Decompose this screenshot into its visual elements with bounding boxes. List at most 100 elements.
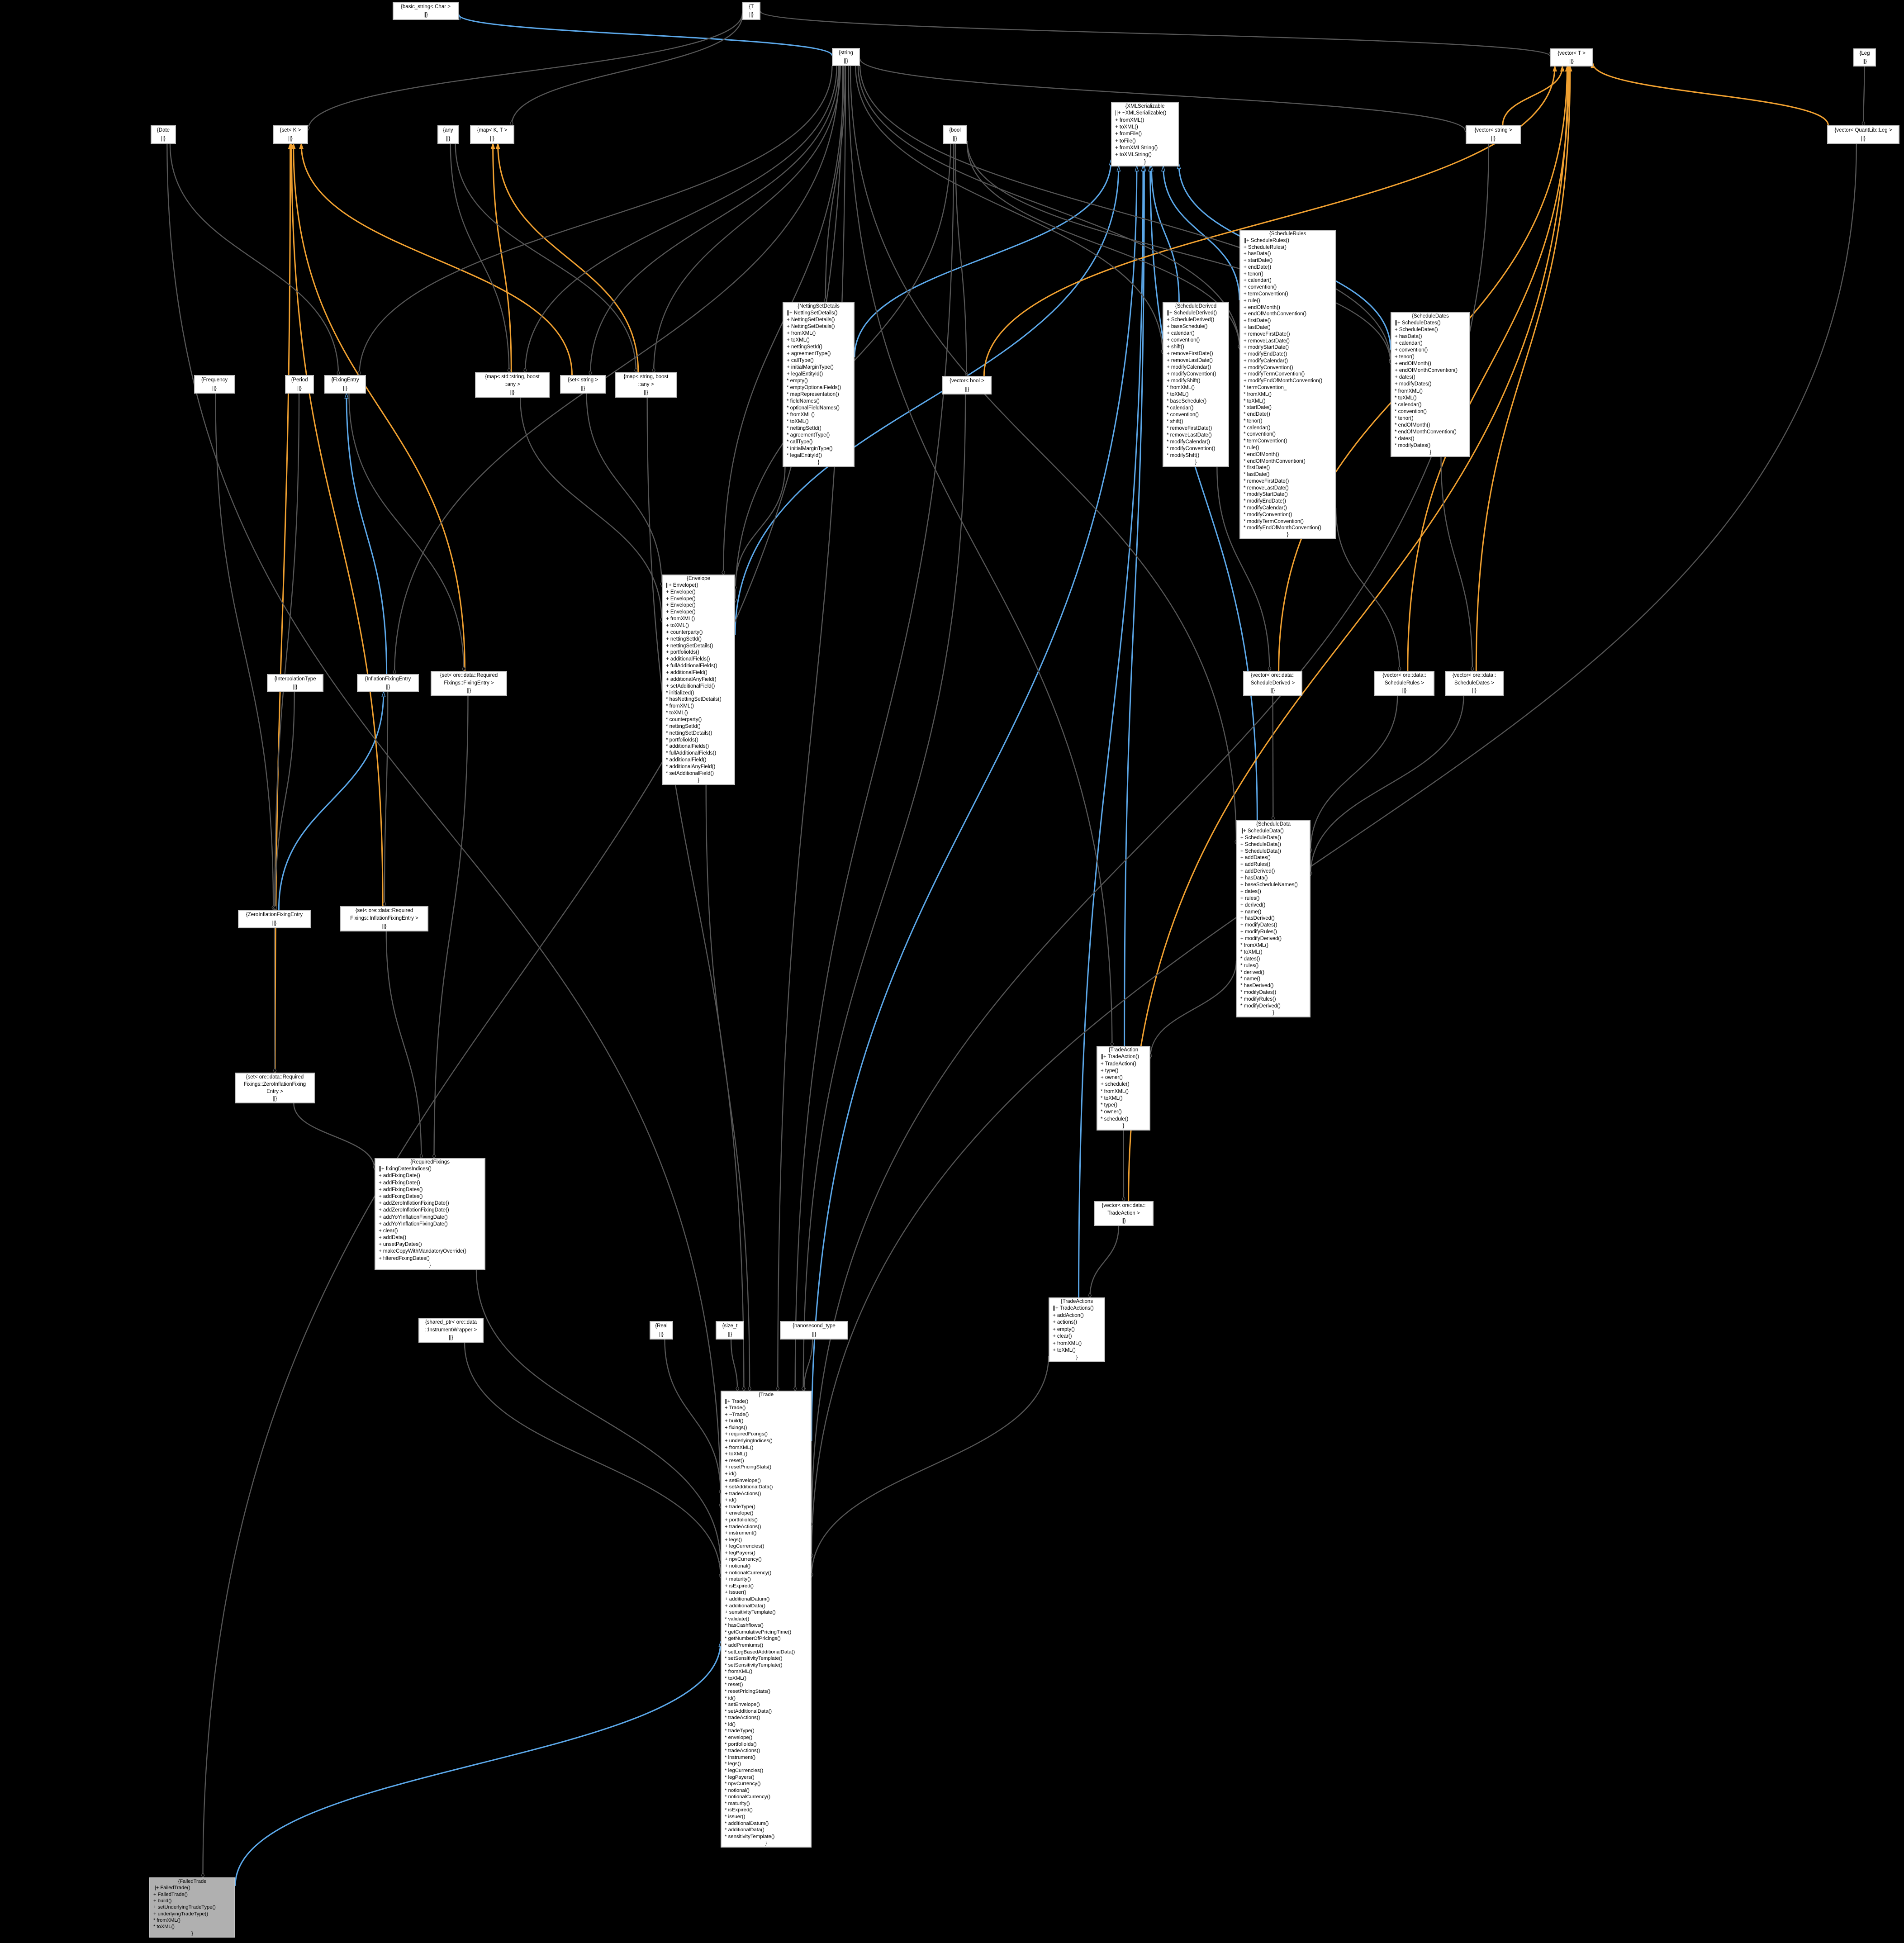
node-vector-schedule-derived[interactable]: {vector< ore::data::ScheduleDerived >||} [1243, 671, 1302, 696]
node-set-k[interactable]: {set< K >||} [273, 125, 308, 144]
node-netting-set-details[interactable]: {NettingSetDetails||+ NettingSetDetails(… [783, 302, 855, 467]
member-line: + toXML() [725, 1451, 748, 1457]
member-line: + toXML() [787, 337, 810, 343]
node-bool[interactable]: {bool ||} [943, 125, 967, 144]
node-vector-bool[interactable]: {vector< bool >||} [942, 376, 992, 394]
edge-set-string-to-string [590, 66, 840, 375]
node-nanosecond-type[interactable]: {nanosecond_type||} [780, 1321, 848, 1340]
node-shared-ptr-instrument-wrapper[interactable]: {shared_ptr< ore::data::InstrumentWrappe… [418, 1318, 484, 1343]
member-line: * fromXML() [1240, 943, 1268, 949]
member-line: * tenor() [1395, 415, 1414, 421]
member-line: + portfolioIds() [725, 1517, 758, 1523]
node-t[interactable]: {T||} [742, 2, 760, 20]
node-xml-serializable[interactable]: {XMLSerializable||+ ~XMLSerializable()+ … [1111, 102, 1179, 166]
member-line: ||+ NettingSetDetails() [787, 310, 838, 316]
edge-vector-schedule-rules-to-vector-t [1407, 67, 1569, 671]
node-title: {ScheduleData [1256, 822, 1291, 827]
member-line: + endOfMonth() [1395, 361, 1431, 367]
node-map-k-t[interactable]: {map< K, T >||} [470, 125, 514, 144]
node-date[interactable]: {Date||} [151, 125, 176, 144]
node-vector-string[interactable]: {vector< string >||} [1466, 125, 1521, 144]
member-line: + tradeType() [725, 1504, 755, 1510]
member-line: * fromXML() [153, 1917, 180, 1923]
node-zero-inflation-fixing-entry[interactable]: {ZeroInflationFixingEntry||} [238, 910, 311, 928]
node-vector-trade-action[interactable]: {vector< ore::data::TradeAction >||} [1094, 1201, 1154, 1226]
member-line: ||} [1402, 688, 1407, 694]
node-title: {Leg [1859, 51, 1870, 56]
member-line: ||} [1862, 59, 1867, 64]
node-title: {set< ore::data::Required [440, 673, 498, 678]
member-line: ||+ Envelope() [666, 582, 698, 588]
node-frequency[interactable]: {Frequency||} [194, 375, 235, 394]
member-line: + callType() [787, 358, 814, 363]
member-line: + modifyRules() [1240, 929, 1277, 935]
node-basic-string[interactable]: {basic_string< Char >||} [393, 2, 459, 20]
node-map-stdstring-any[interactable]: {map< std::string, boost::any >||} [475, 372, 550, 398]
member-line: * nettingSetId() [666, 723, 701, 729]
edge-trade-to-real [664, 1339, 721, 1494]
node-vector-t[interactable]: {vector< T >||} [1550, 48, 1593, 67]
node-title: {NettingSetDetails [798, 304, 840, 309]
node-vector-leg[interactable]: {vector< QuantLib::Leg >||} [1827, 125, 1899, 144]
member-line: } [817, 460, 820, 465]
member-line: + clear() [1053, 1334, 1072, 1340]
member-line: + shift() [1167, 344, 1184, 350]
node-title: {bool [949, 128, 961, 133]
member-line: + lastDate() [1244, 324, 1271, 330]
node-schedule-data[interactable]: {ScheduleData||+ ScheduleData()+ Schedul… [1236, 820, 1310, 1017]
member-line: + underlyingTradeType() [153, 1911, 209, 1917]
edge-set-inflation-fixing-entry-to-set-k [291, 144, 384, 907]
node-leg[interactable]: {Leg ||} [1853, 48, 1876, 67]
member-line: ||} [343, 385, 347, 391]
member-line: + removeLastDate() [1167, 358, 1213, 363]
member-line: + envelope() [725, 1511, 754, 1516]
edge-map-string-any-to-map-k-t [498, 144, 639, 373]
member-line: ||} [644, 390, 648, 395]
node-real[interactable]: {Real||} [650, 1321, 673, 1340]
member-line: + ScheduleDerived() [1167, 317, 1215, 323]
node-title: {XMLSerializable [1125, 104, 1165, 109]
node-schedule-dates[interactable]: {ScheduleDates||+ ScheduleDates()+ Sched… [1391, 312, 1470, 457]
node-any[interactable]: {any||} [437, 125, 459, 144]
edge-vector-schedule-rules-to-schedule-rules [1335, 508, 1400, 671]
node-vector-schedule-rules[interactable]: {vector< ore::data::ScheduleRules >||} [1374, 671, 1434, 696]
member-line: * envelope() [725, 1735, 753, 1741]
node-trade[interactable]: {Trade||+ Trade()+ Trade()+ ~Trade()+ bu… [721, 1391, 812, 1848]
node-period[interactable]: {Period||} [285, 375, 314, 394]
node-set-string[interactable]: {set< string >||} [560, 375, 606, 394]
member-line: + setEnvelope() [725, 1477, 761, 1483]
node-size-t[interactable]: {size_t||} [716, 1321, 744, 1340]
node-required-fixings[interactable]: {RequiredFixings||+ fixingDatesIndices()… [375, 1158, 485, 1270]
member-line: ||+ ScheduleDerived() [1167, 310, 1217, 316]
node-vector-schedule-dates[interactable]: {vector< ore::data::ScheduleDates >||} [1445, 671, 1504, 696]
edge-schedule-derived-to-xml-serializable [1151, 166, 1180, 303]
node-string[interactable]: {string||} [832, 48, 860, 66]
member-line: * endOfMonth() [1395, 422, 1430, 428]
member-line: + hasData() [1240, 875, 1268, 881]
node-trade-actions[interactable]: {TradeActions||+ TradeActions()+ addActi… [1049, 1297, 1105, 1362]
member-line: * counterparty() [666, 717, 702, 723]
member-line: + addFixingDate() [379, 1180, 420, 1186]
node-fixing-entry[interactable]: {FixingEntry||} [324, 375, 366, 394]
node-schedule-rules[interactable]: {ScheduleRules||+ ScheduleRules()+ Sched… [1239, 230, 1336, 539]
member-line: * nettingSetId() [787, 426, 821, 431]
node-trade-action[interactable]: {TradeAction||+ TradeAction()+ TradeActi… [1097, 1046, 1150, 1131]
node-inflation-fixing-entry[interactable]: {InflationFixingEntry||} [357, 674, 419, 692]
node-interpolation-type[interactable]: {InterpolationType||} [267, 674, 323, 692]
node-map-string-any[interactable]: {map< string, boost::any >||} [615, 372, 677, 398]
member-line: * notionalCurrency() [725, 1794, 771, 1800]
edge-fixing-entry-to-date [169, 143, 338, 375]
member-line: + removeLastDate() [1244, 338, 1290, 344]
member-line: + ScheduleDates() [1395, 327, 1438, 333]
node-schedule-derived[interactable]: {ScheduleDerived||+ ScheduleDerived()+ S… [1163, 302, 1229, 467]
member-line: + legalEntityId() [787, 371, 823, 377]
node-failed-trade[interactable]: {FailedTrade||+ FailedTrade()+ FailedTra… [149, 1877, 235, 1938]
member-line: + fromFile() [1115, 131, 1142, 137]
member-line: * rule() [1244, 445, 1259, 451]
node-envelope[interactable]: {Envelope||+ Envelope()+ Envelope()+ Env… [662, 575, 735, 785]
member-line: ||} [953, 136, 957, 142]
member-line: + fromXML() [666, 616, 695, 622]
